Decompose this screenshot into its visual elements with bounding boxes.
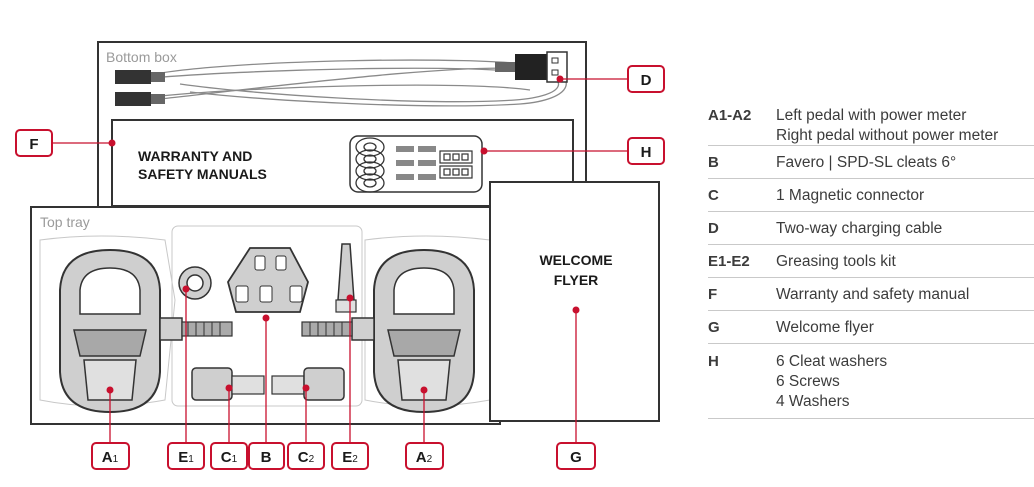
welcome-flyer — [489, 181, 660, 422]
left-pedal — [59, 248, 233, 414]
cleat — [227, 247, 309, 313]
svg-text:C2: C2 — [298, 449, 315, 466]
svg-text:C1: C1 — [221, 449, 238, 466]
package-contents-diagram: Bottom box WARRANTY AND SAFETY MANUALS — [15, 41, 665, 470]
charging-cable — [149, 59, 567, 107]
svg-text:E1: E1 — [178, 449, 194, 466]
callout-C2: C2 — [287, 442, 325, 470]
legend-code: A1-A2 — [708, 107, 752, 124]
legend-table: A1-A2 Left pedal with power meter Right … — [708, 104, 1034, 419]
legend-row: C 1 Magnetic connector — [708, 179, 1034, 212]
svg-text:E2: E2 — [342, 449, 358, 466]
svg-text:D: D — [641, 72, 652, 89]
legend-code: B — [708, 154, 719, 171]
legend-description: Favero | SPD-SL cleats 6° — [776, 154, 957, 171]
callout-H: H — [627, 137, 665, 165]
legend-row: G Welcome flyer — [708, 311, 1034, 344]
legend-row: H 6 Cleat washers 6 Screws 4 Washers — [708, 344, 1034, 419]
legend-description: Warranty and safety manual — [776, 286, 970, 303]
callout-A1: A1 — [91, 442, 130, 470]
legend-code: E1-E2 — [708, 253, 750, 270]
callout-B: B — [248, 442, 285, 470]
bottom-box-label: Bottom box — [106, 49, 177, 65]
magnetic-connector-2 — [271, 367, 345, 401]
callout-E1: E1 — [167, 442, 205, 470]
legend-code: D — [708, 220, 719, 237]
legend-description: Two-way charging cable — [776, 220, 943, 237]
legend-description: Welcome flyer — [776, 319, 874, 336]
usb-c-connector-2 — [115, 92, 165, 106]
manuals-title-line1: WARRANTY AND — [138, 148, 252, 164]
flyer-title-line2: FLYER — [554, 272, 599, 288]
legend-row: B Favero | SPD-SL cleats 6° — [708, 146, 1034, 179]
legend-description: 6 Cleat washers 6 Screws 4 Washers — [776, 353, 888, 410]
callout-G: G — [556, 442, 596, 470]
greasing-tool-nozzle — [335, 243, 357, 313]
manuals-title-line2: SAFETY MANUALS — [138, 166, 267, 182]
tray-cutout-left — [39, 235, 176, 407]
legend-code: H — [708, 353, 719, 370]
svg-text:B: B — [261, 449, 272, 466]
leader-lines — [52, 78, 628, 443]
svg-text:H: H — [641, 144, 652, 161]
flyer-title-line1: WELCOME — [539, 252, 612, 268]
legend-row: D Two-way charging cable — [708, 212, 1034, 245]
legend-description: Left pedal with power meter Right pedal … — [776, 107, 999, 144]
callout-C1: C1 — [210, 442, 248, 470]
leader-dots — [106, 75, 580, 394]
callout-E2: E2 — [331, 442, 369, 470]
magnetic-connector-1 — [191, 367, 265, 401]
legend-code: C — [708, 187, 719, 204]
svg-text:F: F — [29, 136, 38, 153]
right-pedal — [301, 248, 475, 414]
callout-A2: A2 — [405, 442, 444, 470]
tray-cutout-center — [171, 225, 363, 407]
usb-c-connector-1 — [115, 70, 165, 84]
legend-description: Greasing tools kit — [776, 253, 896, 270]
legend-row: E1-E2 Greasing tools kit — [708, 245, 1034, 278]
legend-row: F Warranty and safety manual — [708, 278, 1034, 311]
usb-a-connector — [495, 51, 568, 83]
callout-D: D — [627, 65, 665, 93]
greasing-tool-washer — [178, 266, 212, 300]
washers-and-screws-pack — [349, 135, 483, 193]
legend-row: A1-A2 Left pedal with power meter Right … — [708, 104, 1034, 146]
svg-text:A1: A1 — [102, 449, 119, 466]
legend-code: F — [708, 286, 718, 303]
legend-code: G — [708, 319, 720, 336]
svg-text:A2: A2 — [416, 449, 433, 466]
top-tray-label: Top tray — [40, 214, 90, 230]
svg-text:G: G — [570, 449, 582, 466]
callout-F: F — [15, 129, 53, 157]
legend-description: 1 Magnetic connector — [776, 187, 925, 204]
